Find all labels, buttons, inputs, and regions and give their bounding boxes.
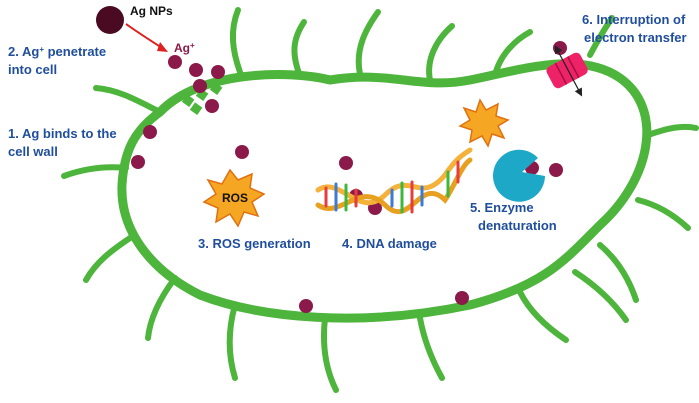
- step-5-label-line2: denaturation: [478, 218, 557, 233]
- flagella: [61, 7, 699, 393]
- arrow-icon: [125, 23, 163, 49]
- arrowhead: [157, 42, 168, 52]
- ros-burst-icon: [202, 168, 266, 228]
- step-6-label-line2: electron transfer: [584, 30, 687, 45]
- step-1-label-line2: cell wall: [8, 144, 58, 159]
- dna-helix-icon: [315, 147, 473, 215]
- membrane-channel-icon: [546, 45, 588, 97]
- step-3-label: 3. ROS generation: [198, 236, 311, 251]
- step-4-label: 4. DNA damage: [342, 236, 437, 251]
- burst-icon: [458, 98, 510, 148]
- ag-nanoparticle-icon: [96, 6, 124, 34]
- step-2-label-line2: into cell: [8, 62, 57, 77]
- ag-nps-label: Ag NPs: [130, 4, 173, 18]
- step-6-label: 6. Interruption of: [582, 12, 686, 27]
- cell-membrane: [117, 59, 652, 323]
- step-2-label: 2. Ag+ penetrate: [8, 44, 106, 59]
- step-1-label: 1. Ag binds to the: [8, 126, 117, 141]
- enzyme-icon: [493, 149, 545, 202]
- ros-label: ROS: [222, 191, 248, 205]
- step-5-label: 5. Enzyme: [470, 200, 534, 215]
- ag-ion-label: Ag+: [174, 41, 195, 56]
